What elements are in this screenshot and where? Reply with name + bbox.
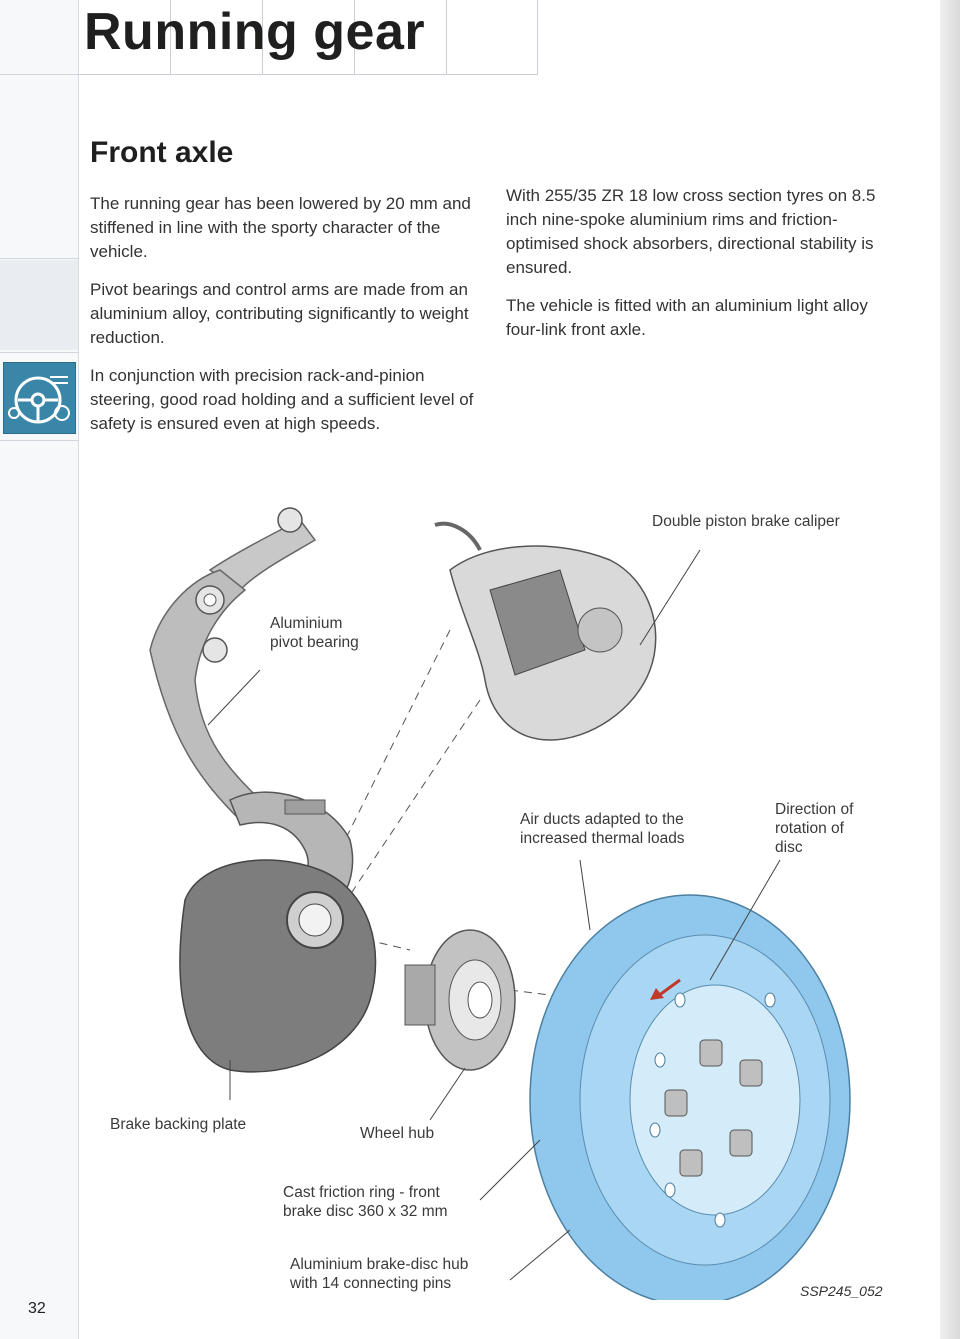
grid-line xyxy=(170,0,171,74)
control-arm xyxy=(149,507,317,822)
section-title: Front axle xyxy=(90,136,234,169)
page-number: 32 xyxy=(28,1300,46,1317)
brake-disc xyxy=(529,894,851,1300)
rotation-direction-label: Direction of rotation of disc xyxy=(775,801,854,856)
front-axle-exploded-illustration xyxy=(149,507,851,1300)
paragraph: Pivot bearings and control arms are made… xyxy=(90,280,469,347)
paragraph: The vehicle is fitted with an aluminium … xyxy=(506,296,868,339)
left-margin-strip xyxy=(0,0,79,1339)
brake-caliper xyxy=(434,521,657,741)
backing-plate-label: Brake backing plate xyxy=(110,1116,247,1133)
paragraph: With 255/35 ZR 18 low cross section tyre… xyxy=(506,186,876,277)
strip-divider xyxy=(0,74,78,75)
paragraph: The running gear has been lowered by 20 … xyxy=(90,194,471,261)
grid-line xyxy=(446,0,447,74)
page-edge-shadow xyxy=(940,0,960,1339)
grid-line xyxy=(354,0,355,74)
header-grid xyxy=(78,0,538,75)
text-column-left: The running gear has been lowered by 20 … xyxy=(90,192,490,450)
grid-line xyxy=(78,74,538,75)
chapter-tab-running-gear xyxy=(3,362,76,434)
grid-line xyxy=(537,0,538,74)
strip-divider xyxy=(0,352,78,353)
chapter-tab-inactive xyxy=(0,260,78,350)
figure-code: SSP245_052 xyxy=(800,1283,883,1299)
strip-divider xyxy=(0,258,78,259)
strip-divider xyxy=(0,440,78,441)
steering-wheel-icon xyxy=(8,376,70,424)
page-title: Running gear xyxy=(84,3,426,61)
paragraph: In conjunction with precision rack-and-p… xyxy=(90,366,474,433)
label-leaders xyxy=(207,549,781,1281)
disc-hub-label: Aluminium brake-disc hub with 14 connect… xyxy=(290,1256,469,1292)
grid-line xyxy=(262,0,263,74)
caliper-label: Double piston brake caliper xyxy=(652,513,840,530)
brake-backing-plate xyxy=(179,859,377,1073)
wheel-hub-label: Wheel hub xyxy=(360,1125,435,1142)
wheel-hub xyxy=(404,929,516,1071)
air-ducts-label: Air ducts adapted to the increased therm… xyxy=(520,811,685,847)
text-column-right: With 255/35 ZR 18 low cross section tyre… xyxy=(506,184,890,356)
pivot-bearing-label: Aluminium pivot bearing xyxy=(270,615,359,651)
friction-ring-label: Cast friction ring - front brake disc 36… xyxy=(283,1184,448,1220)
